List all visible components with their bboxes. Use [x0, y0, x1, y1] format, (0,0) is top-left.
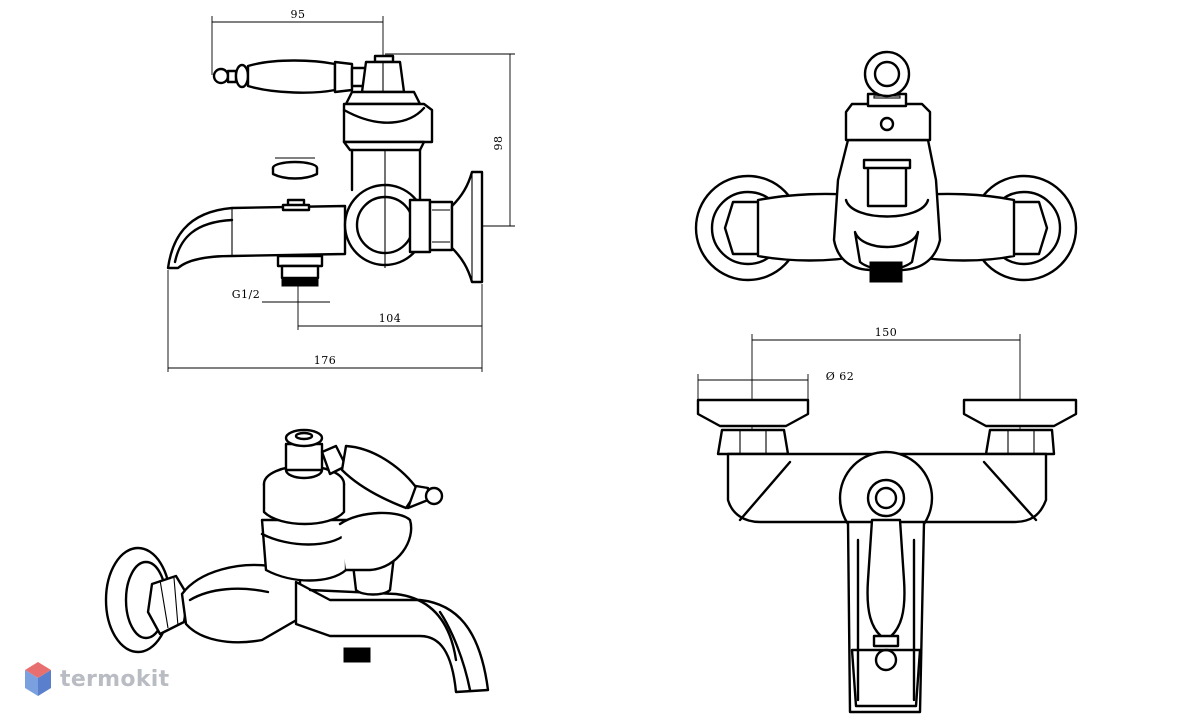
brand-name: termokit	[60, 666, 170, 692]
brand-logo: termokit	[24, 660, 169, 698]
cube-icon	[25, 662, 51, 696]
dim-95-label: 95	[291, 8, 306, 21]
dim-98-label: 98	[492, 136, 505, 151]
dim-thread-label: G1/2	[232, 288, 261, 301]
dim-150-label: 150	[875, 326, 898, 339]
dim-104-label: 104	[379, 312, 402, 325]
dim-176-label: 176	[314, 354, 337, 367]
side-view: 95 98	[166, 8, 515, 372]
dim-diameter-label: Ø 62	[826, 370, 855, 383]
isometric-view	[104, 428, 490, 694]
top-view: 150 Ø 62	[696, 326, 1078, 714]
front-view	[694, 50, 1078, 283]
